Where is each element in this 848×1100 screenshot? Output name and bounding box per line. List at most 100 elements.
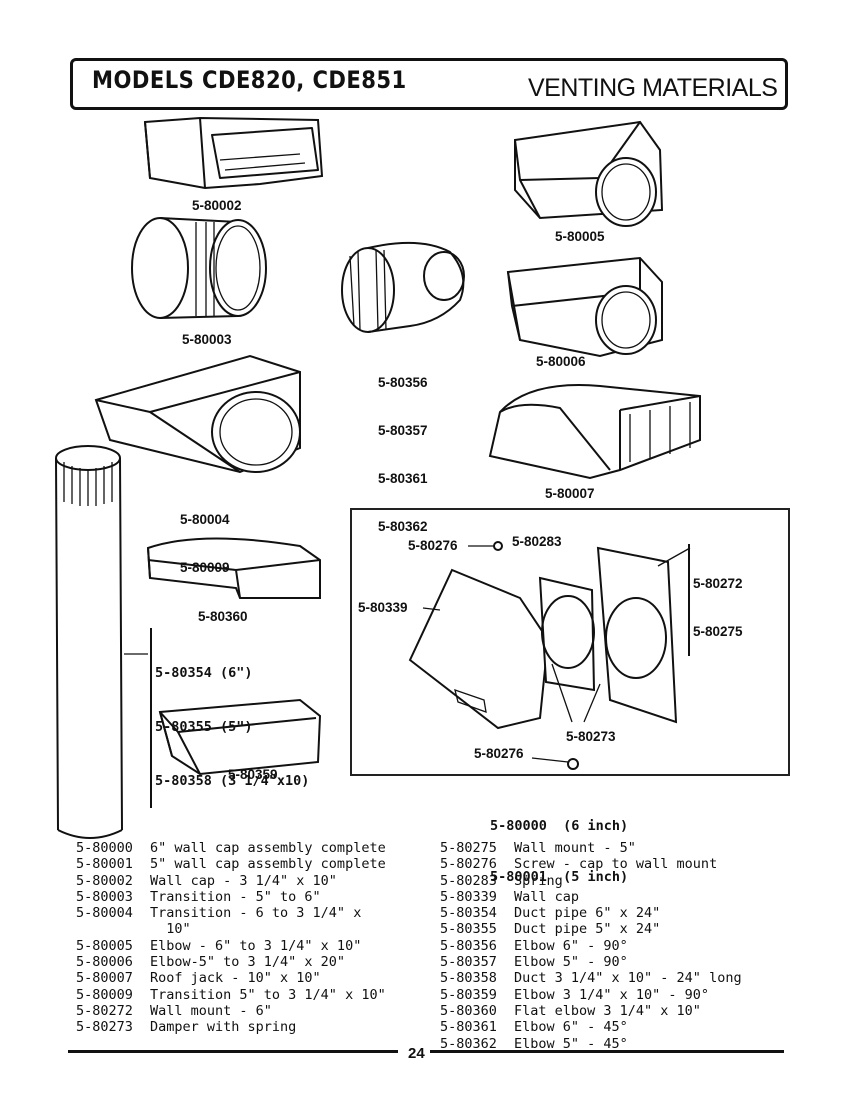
part-description: Duct pipe 6" x 24" [514, 905, 661, 922]
part-description: Elbow 6" - 45° [514, 1019, 628, 1036]
part-row: 10" [76, 921, 386, 937]
part-row: 5-80361 Elbow 6" - 45° [440, 1019, 742, 1035]
part-number: 5-80276 [440, 856, 497, 873]
elbow-6-drawing [514, 120, 664, 227]
part-description: Transition - 5" to 6" [150, 888, 321, 905]
part-row: 5-80360 Flat elbow 3 1/4" x 10" [440, 1003, 742, 1019]
part-description: Screw - cap to wall mount [514, 856, 718, 873]
part-description: Elbow 5" - 90° [514, 954, 628, 971]
part-number: 5-80006 [76, 954, 133, 971]
callout-wall-cap: 5-80339 [358, 600, 408, 615]
elbow-5-drawing [506, 256, 663, 358]
part-number: 5-80362 [440, 1035, 497, 1052]
page-number: 24 [408, 1045, 425, 1062]
callout-mount-group: 5-80272 5-80275 [688, 544, 743, 656]
part-number: 5-80272 [76, 1002, 133, 1019]
part-description: Wall mount - 5" [514, 840, 636, 856]
part-row: 5-80000 6" wall cap assembly complete [76, 840, 386, 856]
part-row: 5-80276 Screw - cap to wall mount [440, 856, 742, 872]
roof-jack-drawing [488, 384, 701, 480]
part-row: 5-80272 Wall mount - 6" [76, 1003, 386, 1019]
part-row: 5-80355 Duct pipe 5" x 24" [440, 921, 742, 937]
flat-elbow-drawing [146, 537, 321, 599]
part-number: 5-80275 [440, 840, 497, 856]
part-number: 5-80358 [440, 970, 497, 987]
part-number: 5-80000 [76, 840, 133, 856]
wall-cap-assembly-drawing [408, 541, 691, 770]
part-description: Wall mount - 6" [150, 1002, 272, 1019]
part-number: 5-80354 [440, 905, 497, 922]
part-description: Damper with spring [150, 1019, 297, 1036]
part-number: 5-80004 [76, 905, 133, 922]
part-number: 5-80360 [440, 1002, 497, 1019]
callout-5-80006: 5-80006 [536, 354, 586, 369]
part-description: Elbow 5" - 45° [514, 1035, 628, 1052]
part-row: 5-80283 Spring [440, 873, 742, 889]
part-description: Elbow - 6" to 3 1/4" x 10" [150, 937, 362, 954]
round-elbow-drawing [341, 241, 465, 333]
part-description: Elbow 6" - 90° [514, 937, 628, 954]
callout-elbow-group: 5-80356 5-80357 5-80361 5-80362 [378, 375, 428, 534]
wall-cap-assembly-inset [350, 508, 790, 776]
footer-rule-left [68, 1050, 398, 1053]
part-row: 5-80362 Elbow 5" - 45° [440, 1036, 742, 1052]
callout-5-80359: 5-80359 [228, 767, 278, 782]
part-row: 5-80009 Transition 5" to 3 1/4" x 10" [76, 987, 386, 1003]
duct-pipe-drawing [55, 445, 123, 839]
part-number: 5-80357 [440, 954, 497, 971]
duct-elbow-drawing [158, 698, 322, 776]
callout-screw-bottom: 5-80276 [474, 746, 524, 761]
part-description: Duct pipe 5" x 24" [514, 921, 661, 938]
parts-list-right: 5-80275 Wall mount - 5" 5-80276 Screw - cap… [440, 840, 742, 1052]
part-row: 5-80273 Damper with spring [76, 1019, 386, 1035]
callout-spring: 5-80283 [512, 534, 562, 549]
part-number: 5-80356 [440, 937, 497, 954]
part-row: 5-80354 Duct pipe 6" x 24" [440, 905, 742, 921]
models-heading: MODELS CDE820, CDE851 [92, 66, 407, 94]
part-number: 5-80339 [440, 888, 497, 905]
part-description: 10" [150, 921, 191, 938]
part-description: Wall cap - 3 1/4" x 10" [150, 872, 337, 889]
part-description: Duct 3 1/4" x 10" - 24" long [514, 970, 742, 987]
part-description: Transition - 6 to 3 1/4" x [150, 905, 362, 922]
part-description: 6" wall cap assembly complete [150, 840, 386, 856]
callout-transition-group: 5-80004 5-80009 [180, 512, 230, 575]
part-number: 5-80355 [440, 921, 497, 938]
footer-rule-right [430, 1050, 784, 1053]
callout-screw-top: 5-80276 [408, 538, 458, 553]
part-number: 5-80001 [76, 856, 133, 873]
transition-rect-drawing [94, 354, 301, 474]
part-number: 5-80361 [440, 1019, 497, 1036]
part-description: Elbow-5" to 3 1/4" x 20" [150, 954, 346, 971]
part-number: 5-80283 [440, 872, 497, 889]
part-row: 5-80357 Elbow 5" - 90° [440, 954, 742, 970]
part-description: Spring [514, 872, 563, 889]
section-title: VENTING MATERIALS [528, 74, 778, 102]
callout-5-80005: 5-80005 [555, 229, 605, 244]
callout-5-80360: 5-80360 [198, 609, 248, 624]
part-row: 5-80002 Wall cap - 3 1/4" x 10" [76, 873, 386, 889]
part-row: 5-80004 Transition - 6 to 3 1/4" x [76, 905, 386, 921]
callout-assembly: 5-80000 (6 inch) 5-80001 (5 inch) [490, 818, 629, 885]
transition-drawing [131, 217, 267, 319]
part-number: 5-80002 [76, 872, 133, 889]
part-row: 5-80356 Elbow 6" - 90° [440, 938, 742, 954]
callout-5-80007: 5-80007 [545, 486, 595, 501]
part-description: Roof jack - 10" x 10" [150, 970, 321, 987]
header-box [70, 58, 788, 110]
part-description: Flat elbow 3 1/4" x 10" [514, 1002, 701, 1019]
callout-5-80003: 5-80003 [182, 332, 232, 347]
part-number: 5-80009 [76, 986, 133, 1003]
part-row: 5-80006 Elbow-5" to 3 1/4" x 20" [76, 954, 386, 970]
part-description: Transition 5" to 3 1/4" x 10" [150, 986, 386, 1003]
part-description: Wall cap [514, 888, 580, 905]
part-number: 5-80273 [76, 1019, 133, 1036]
part-row: 5-80358 Duct 3 1/4" x 10" - 24" long [440, 970, 742, 986]
callout-pipe-group: 5-80354 (6") 5-80355 (5") 5-80358 (3 1/4… [150, 628, 309, 808]
part-row: 5-80339 Wall cap [440, 889, 742, 905]
